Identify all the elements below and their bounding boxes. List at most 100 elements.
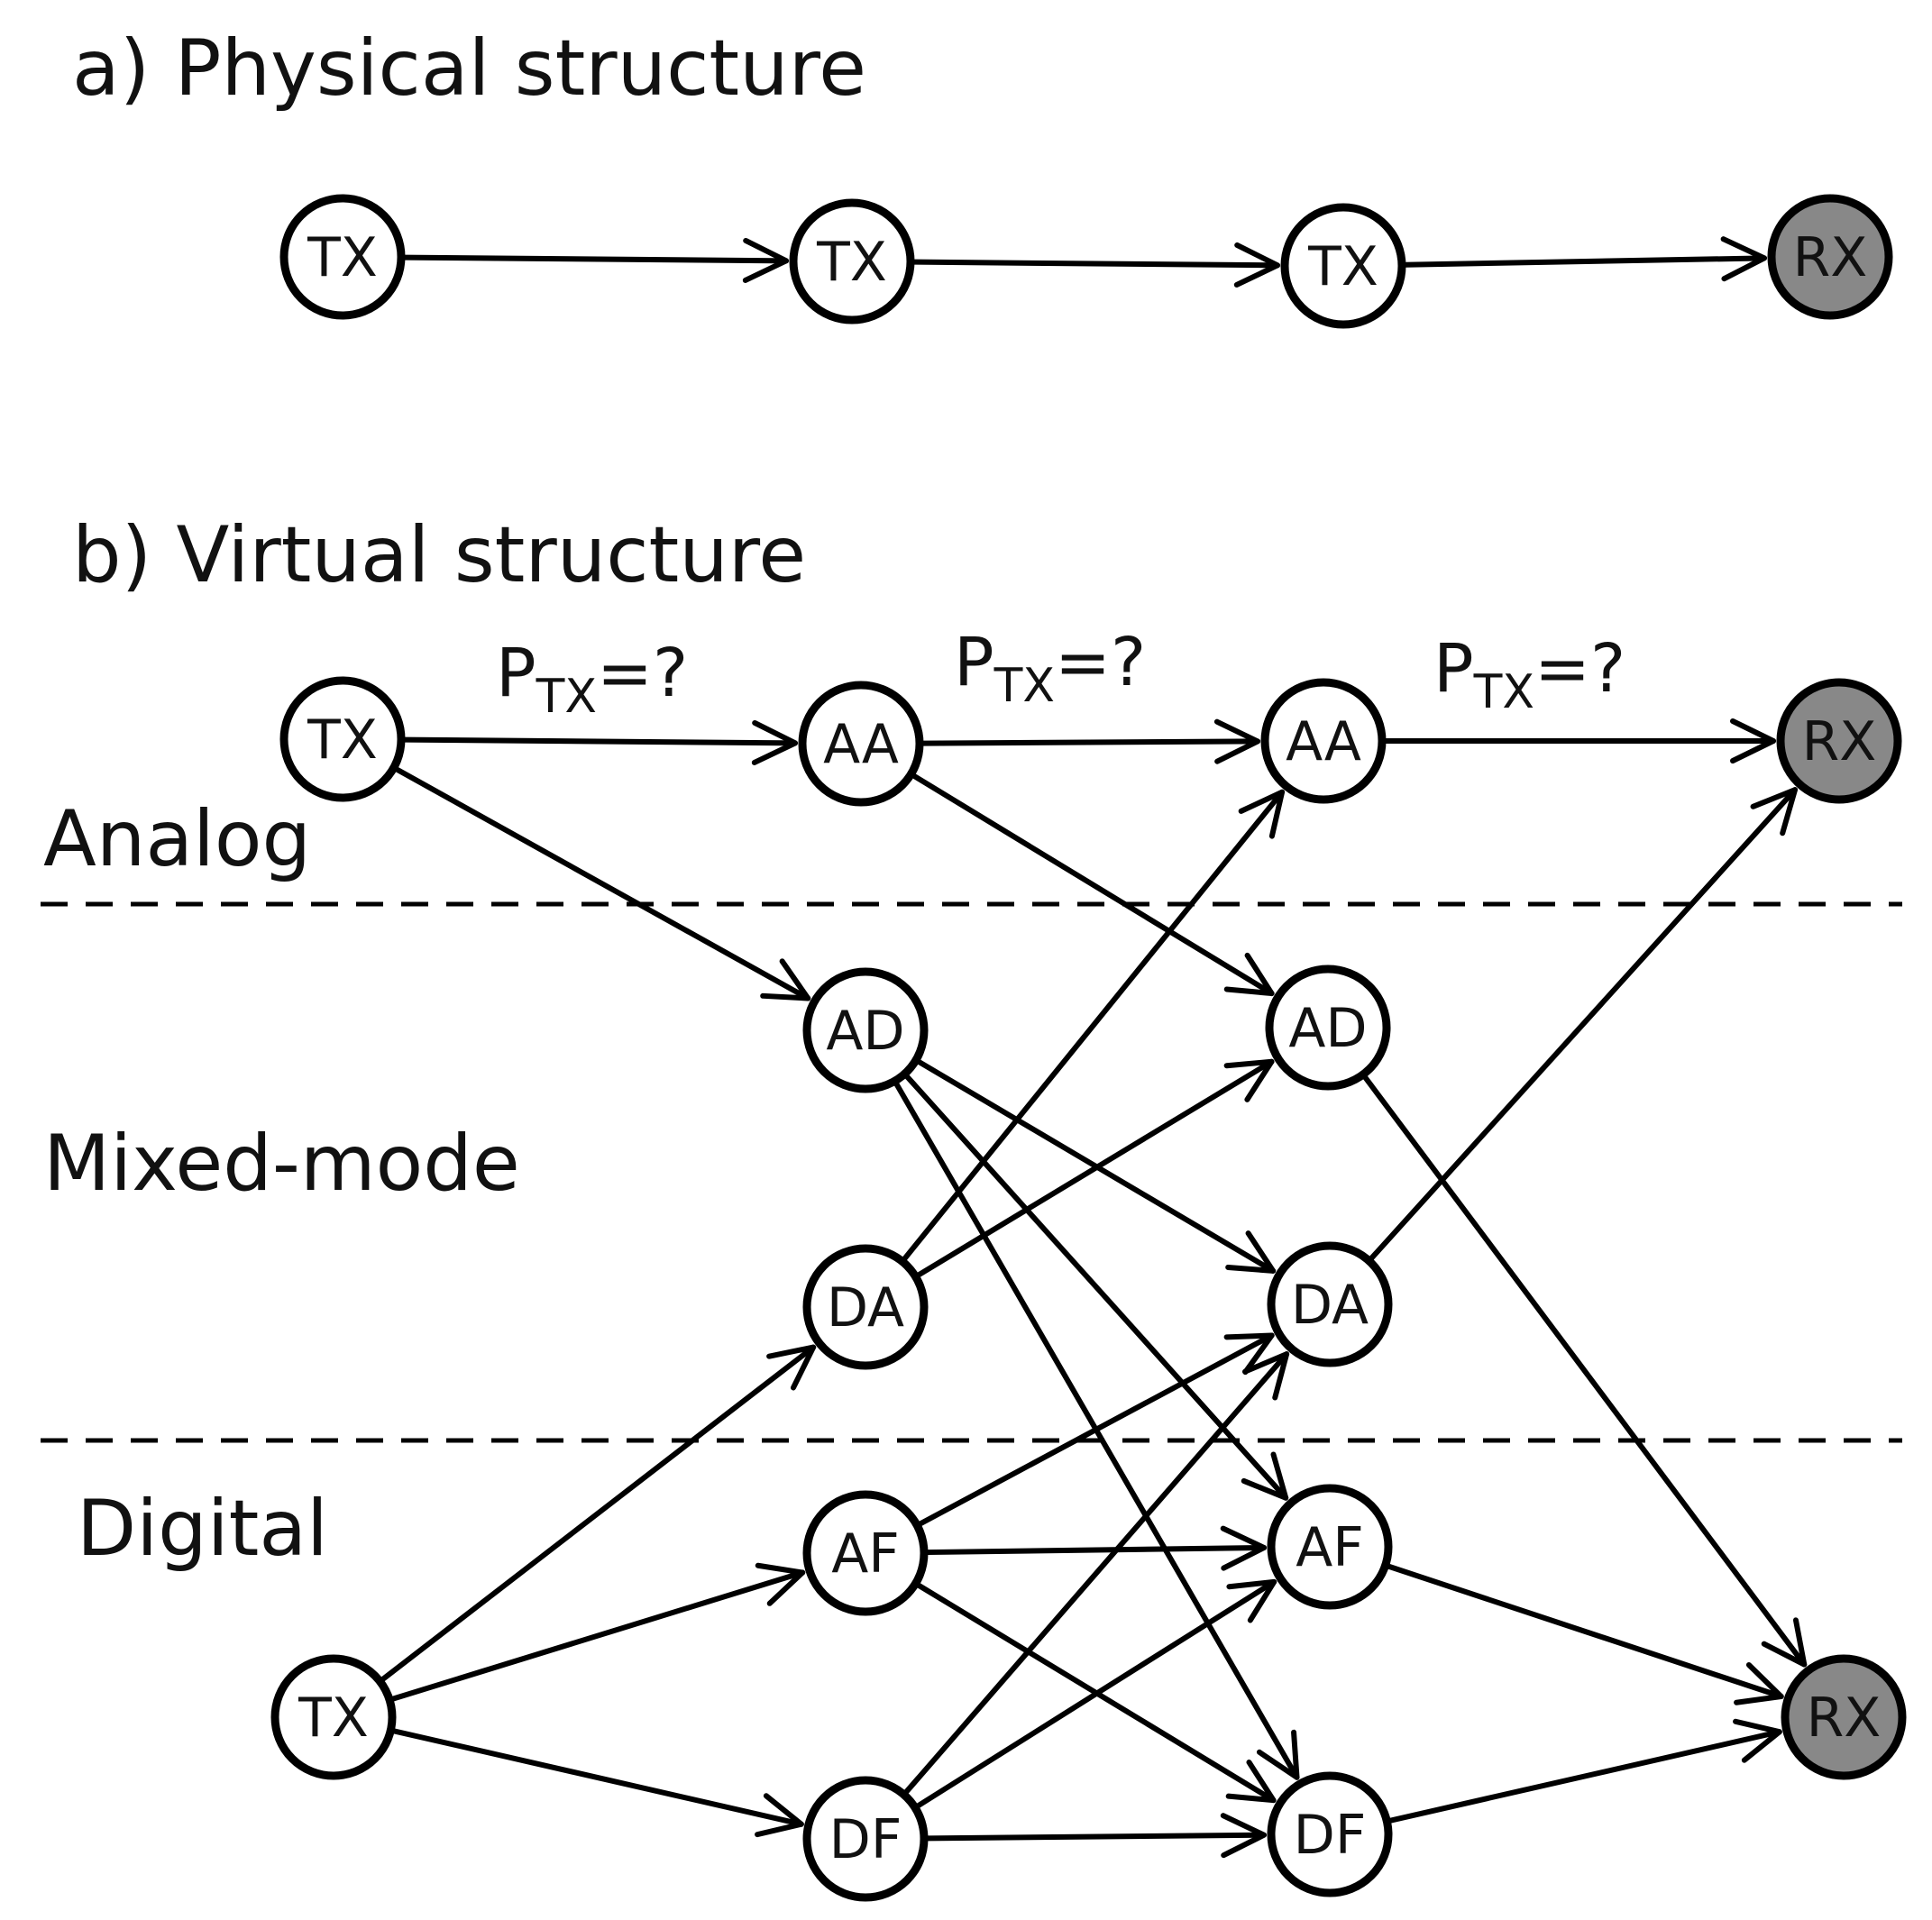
arrowhead-icon	[1225, 1760, 1277, 1804]
arrowhead-icon	[766, 1344, 817, 1391]
node-label: DA	[1291, 1274, 1369, 1337]
virtual-edge-aa1-to-ad2	[911, 773, 1275, 997]
physical-node-p_rx: RX	[1767, 194, 1893, 320]
arrowhead-icon	[1213, 718, 1261, 764]
virtual-node-df1: DF	[802, 1776, 929, 1902]
virtual-edge-aa1-to-aa2	[920, 738, 1261, 746]
arrowhead-icon	[1225, 1230, 1277, 1274]
node-label: TX	[816, 231, 887, 294]
arrowhead-icon	[1223, 1058, 1275, 1102]
power-label-hop-1: PTX=?	[496, 635, 688, 724]
node-label: RX	[1807, 1687, 1882, 1750]
virtual-edge-af1-to-da2	[917, 1332, 1275, 1527]
physical-node-p_tx3: TX	[1280, 203, 1406, 329]
node-circle	[279, 676, 406, 802]
node-label: TX	[307, 226, 378, 289]
arrowhead-icon	[1720, 236, 1768, 282]
node-label: AF	[1296, 1516, 1364, 1579]
arrowhead-icon	[755, 1562, 806, 1606]
mixed-mode-region-label: Mixed-mode	[43, 1119, 520, 1209]
virtual-edge-da2-to-rx_a	[1369, 787, 1799, 1261]
node-label: RX	[1802, 710, 1877, 773]
arrowhead-icon	[742, 237, 790, 283]
virtual-edge-af1-to-af2	[924, 1544, 1268, 1556]
virtual-edge-tx_d-to-da1	[380, 1344, 817, 1682]
node-circle	[270, 1654, 397, 1780]
power-symbol: P	[1433, 630, 1474, 708]
virtual-edge-tx_d-to-af1	[389, 1569, 806, 1702]
virtual-node-aa1: AA	[798, 681, 924, 807]
digital-region-label: Digital	[77, 1484, 328, 1574]
virtual-edge-ad2-to-rx_d	[1362, 1074, 1808, 1668]
receiver-node-circle	[1776, 678, 1902, 804]
node-label: AD	[1288, 997, 1367, 1060]
virtual-edge-df1-to-df2	[924, 1832, 1268, 1842]
node-circle	[802, 1244, 929, 1370]
virtual-edge-df2-to-rx_d	[1387, 1729, 1782, 1824]
power-subscript: TX	[993, 659, 1055, 713]
arrowhead-icon	[1241, 1451, 1289, 1501]
arrowhead-icon	[1220, 1813, 1268, 1859]
node-circle	[802, 1490, 929, 1616]
power-subscript: TX	[536, 670, 597, 724]
node-circle	[802, 967, 929, 1093]
power-suffix: =?	[1534, 630, 1625, 708]
virtual-structure-title: b) Virtual structure	[72, 510, 806, 600]
arrowhead-icon	[1223, 952, 1275, 997]
node-circle	[1267, 1484, 1393, 1610]
node-label: TX	[307, 709, 378, 772]
node-circle	[789, 198, 915, 325]
power-suffix: =?	[597, 635, 688, 712]
analog-region-label: Analog	[43, 794, 311, 884]
virtual-edge-tx_a-to-ad1	[394, 766, 811, 1001]
power-subscript: TX	[1473, 665, 1534, 719]
virtual-node-rx_a: RX	[1776, 678, 1902, 804]
power-label-hop-2: PTX=?	[954, 624, 1146, 713]
virtual-node-df2: DF	[1267, 1771, 1393, 1897]
arrowhead-icon	[1734, 1661, 1784, 1705]
virtual-edge-da1-to-aa2	[902, 789, 1286, 1262]
virtual-edge-af2-to-rx_d	[1386, 1563, 1784, 1700]
node-circle	[1280, 203, 1406, 329]
virtual-edge-tx_d-to-df1	[391, 1728, 804, 1827]
arrowhead-icon	[1242, 1351, 1290, 1401]
node-label: DF	[829, 1808, 902, 1871]
power-suffix: =?	[1055, 624, 1146, 701]
physical-edge-p_tx2-to-p_tx3	[911, 259, 1281, 269]
physical-structure-title: a) Physical structure	[72, 23, 866, 114]
virtual-node-tx_d: TX	[270, 1654, 397, 1780]
power-symbol: P	[496, 635, 536, 712]
virtual-node-aa2: AA	[1260, 678, 1387, 804]
virtual-edge-df1-to-da2	[903, 1351, 1290, 1795]
arrowhead-icon	[1238, 789, 1286, 839]
node-label: TX	[298, 1687, 369, 1750]
physical-edge-p_tx3-to-p_rx	[1402, 255, 1768, 268]
node-label: AF	[831, 1522, 900, 1586]
node-label: DA	[827, 1276, 904, 1339]
virtual-edge-da1-to-ad2	[916, 1058, 1275, 1278]
node-label: AA	[1286, 710, 1361, 773]
virtual-node-ad1: AD	[802, 967, 929, 1093]
receiver-node-circle	[1781, 1654, 1907, 1780]
virtual-node-af2: AF	[1267, 1484, 1393, 1610]
node-circle	[798, 681, 924, 807]
node-label: DF	[1294, 1804, 1367, 1867]
arrowhead-icon	[1750, 787, 1799, 837]
physical-node-p_tx1: TX	[279, 194, 406, 320]
virtual-node-ad2: AD	[1265, 965, 1391, 1091]
node-circle	[279, 194, 406, 320]
power-label-hop-3: PTX=?	[1433, 630, 1625, 719]
node-circle	[1260, 678, 1387, 804]
arrowhead-icon	[1233, 242, 1281, 288]
power-symbol: P	[954, 624, 994, 701]
edge-layer	[380, 236, 1808, 1859]
arrowhead-icon	[755, 1793, 804, 1838]
arrowhead-icon	[1223, 1332, 1275, 1376]
arrowhead-icon	[751, 719, 799, 765]
virtual-node-da1: DA	[802, 1244, 929, 1370]
physical-edge-p_tx1-to-p_tx2	[401, 254, 790, 264]
arrowhead-icon	[1733, 1718, 1782, 1763]
node-circle	[802, 1776, 929, 1902]
virtual-node-da2: DA	[1267, 1241, 1393, 1367]
